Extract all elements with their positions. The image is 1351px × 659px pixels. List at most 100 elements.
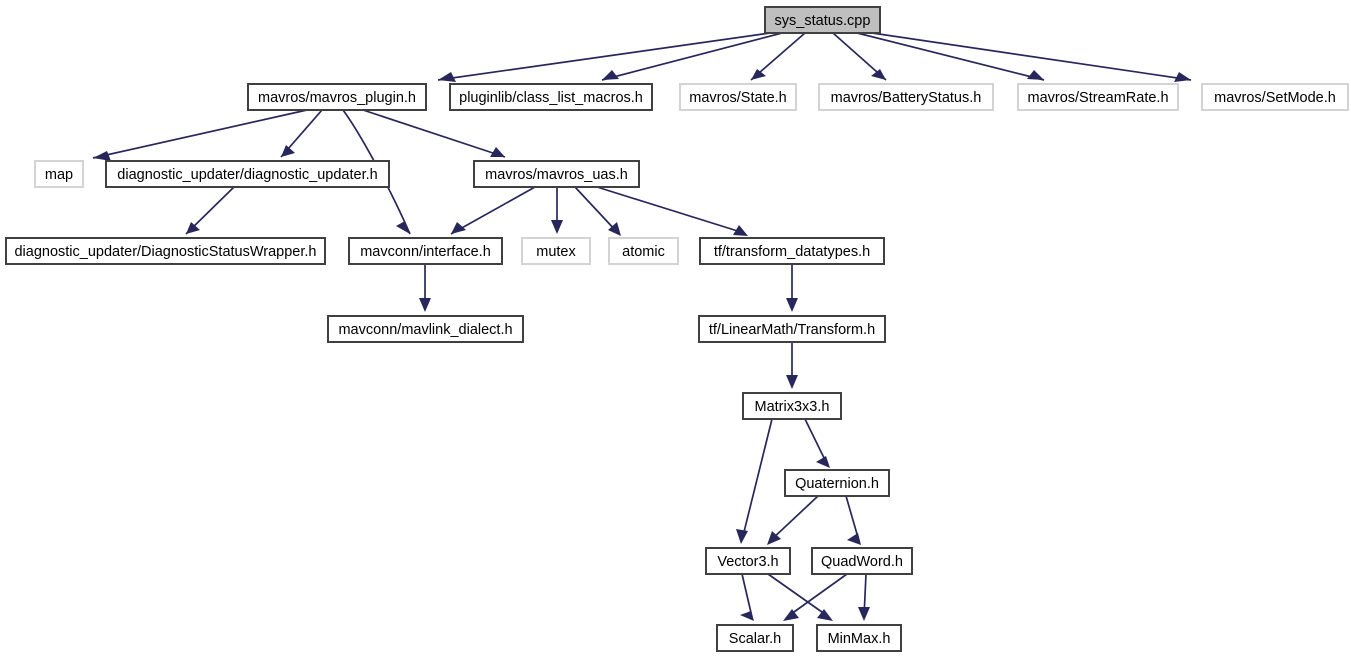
node-box-mavros_plugin[interactable] [247, 83, 427, 111]
edge-quaternion-to-quadword [845, 495, 861, 545]
edge-quadword-to-scalar [783, 573, 848, 621]
node-box-mavconn_iface[interactable] [348, 237, 503, 265]
edge-sys_status-to-battery_status [832, 32, 887, 81]
node-box-map[interactable] [34, 160, 84, 188]
node-box-quadword[interactable] [811, 547, 913, 575]
node-box-mutex[interactable] [521, 237, 591, 265]
node-box-quaternion[interactable] [784, 469, 890, 497]
node-lm_transform[interactable]: tf/LinearMath/Transform.h [698, 315, 886, 343]
node-set_mode[interactable]: mavros/SetMode.h [1201, 83, 1349, 111]
edge-vector3-to-scalar [740, 573, 754, 621]
node-mavlink_dialect[interactable]: mavconn/mavlink_dialect.h [327, 315, 524, 343]
node-box-vector3[interactable] [705, 547, 791, 575]
node-mavros_uas[interactable]: mavros/mavros_uas.h [473, 160, 640, 188]
node-layer: sys_status.cpp mavros/mavros_plugin.h plug… [5, 6, 1349, 652]
node-box-mavros_uas[interactable] [473, 160, 640, 188]
arrowhead-icon [396, 221, 410, 234]
arrowhead-icon [767, 531, 781, 545]
edge-lm_transform-to-matrix3x3 [786, 342, 798, 389]
node-transform_dt[interactable]: tf/transform_datatypes.h [699, 237, 885, 265]
edge-mavconn_iface-to-mavlink_dialect [419, 264, 431, 312]
arrowhead-icon [451, 222, 466, 234]
node-box-stream_rate[interactable] [1017, 83, 1179, 111]
arrowhead-icon [786, 298, 798, 312]
node-box-atomic[interactable] [608, 237, 679, 265]
node-mutex[interactable]: mutex [521, 237, 591, 265]
node-box-class_list_macros[interactable] [449, 83, 653, 111]
edge-sys_status-to-mavros_plugin [437, 32, 771, 82]
node-box-mavlink_dialect[interactable] [327, 315, 524, 343]
node-mavros_plugin[interactable]: mavros/mavros_plugin.h [247, 83, 427, 111]
node-state_h[interactable]: mavros/State.h [679, 83, 797, 111]
arrowhead-icon [1027, 70, 1044, 80]
arrowhead-icon [551, 220, 563, 234]
arrowhead-icon [740, 611, 754, 621]
edge-matrix3x3-to-quaternion [804, 418, 830, 468]
edge-diag_updater-to-diag_wrapper [185, 186, 235, 235]
arrowhead-icon [93, 151, 111, 161]
edge-sys_status-to-state_h [750, 32, 806, 81]
edge-mavros_uas-to-mavconn_iface [450, 186, 536, 235]
node-box-scalar[interactable] [716, 624, 794, 652]
arrowhead-icon [783, 609, 799, 621]
node-class_list_macros[interactable]: pluginlib/class_list_macros.h [449, 83, 653, 111]
edge-mavros_plugin-to-diag_updater [280, 109, 323, 158]
node-box-state_h[interactable] [679, 83, 797, 111]
node-sys_status[interactable]: sys_status.cpp [764, 6, 881, 34]
arrowhead-icon [871, 69, 886, 80]
arrowhead-icon [1174, 72, 1191, 82]
edge-quaternion-to-vector3 [767, 495, 819, 545]
node-map[interactable]: map [34, 160, 84, 188]
arrowhead-icon [438, 72, 456, 82]
node-minmax[interactable]: MinMax.h [816, 624, 902, 652]
arrowhead-icon [847, 533, 861, 545]
edge-mavros_plugin-to-mavros_uas [362, 109, 506, 158]
node-box-set_mode[interactable] [1201, 83, 1349, 111]
node-quaternion[interactable]: Quaternion.h [784, 469, 890, 497]
edge-mavros_uas-to-transform_dt [596, 186, 748, 236]
edge-layer [92, 32, 1192, 621]
edge-mavros_plugin-to-map [92, 109, 308, 161]
edge-matrix3x3-to-vector3 [736, 418, 773, 544]
arrowhead-icon [186, 222, 200, 234]
node-diag_updater[interactable]: diagnostic_updater/diagnostic_updater.h [105, 160, 390, 188]
node-quadword[interactable]: QuadWord.h [811, 547, 913, 575]
arrowhead-icon [602, 70, 619, 80]
arrowhead-icon [786, 375, 798, 389]
edge-transform_dt-to-lm_transform [786, 264, 798, 312]
edge-sys_status-to-class_list_macros [601, 32, 783, 81]
node-scalar[interactable]: Scalar.h [716, 624, 794, 652]
edge-vector3-to-minmax [767, 573, 833, 621]
edge-sys_status-to-set_mode [871, 32, 1192, 82]
node-diag_wrapper[interactable]: diagnostic_updater/DiagnosticStatusWrapp… [5, 237, 326, 265]
node-mavconn_iface[interactable]: mavconn/interface.h [348, 237, 503, 265]
node-matrix3x3[interactable]: Matrix3x3.h [742, 392, 842, 420]
arrowhead-icon [281, 145, 295, 157]
node-battery_status[interactable]: mavros/BatteryStatus.h [818, 83, 994, 111]
node-box-minmax[interactable] [816, 624, 902, 652]
arrowhead-icon [816, 456, 830, 468]
arrowhead-icon [733, 225, 748, 236]
node-box-lm_transform[interactable] [698, 315, 886, 343]
edge-quadword-to-minmax [858, 573, 870, 621]
node-atomic[interactable]: atomic [608, 237, 679, 265]
arrowhead-icon [608, 222, 621, 236]
node-box-sys_status[interactable] [764, 6, 881, 34]
node-box-diag_updater[interactable] [105, 160, 390, 188]
node-box-battery_status[interactable] [818, 83, 994, 111]
node-box-matrix3x3[interactable] [742, 392, 842, 420]
edge-mavros_uas-to-atomic [574, 186, 621, 236]
arrowhead-icon [858, 607, 870, 621]
arrowhead-icon [817, 609, 833, 621]
edge-sys_status-to-stream_rate [856, 32, 1045, 81]
edge-mavros_uas-to-mutex [551, 187, 563, 234]
node-stream_rate[interactable]: mavros/StreamRate.h [1017, 83, 1179, 111]
arrowhead-icon [419, 298, 431, 312]
node-vector3[interactable]: Vector3.h [705, 547, 791, 575]
arrowhead-icon [751, 69, 766, 80]
arrowhead-icon [736, 529, 748, 544]
node-box-diag_wrapper[interactable] [5, 237, 326, 265]
node-box-transform_dt[interactable] [699, 237, 885, 265]
